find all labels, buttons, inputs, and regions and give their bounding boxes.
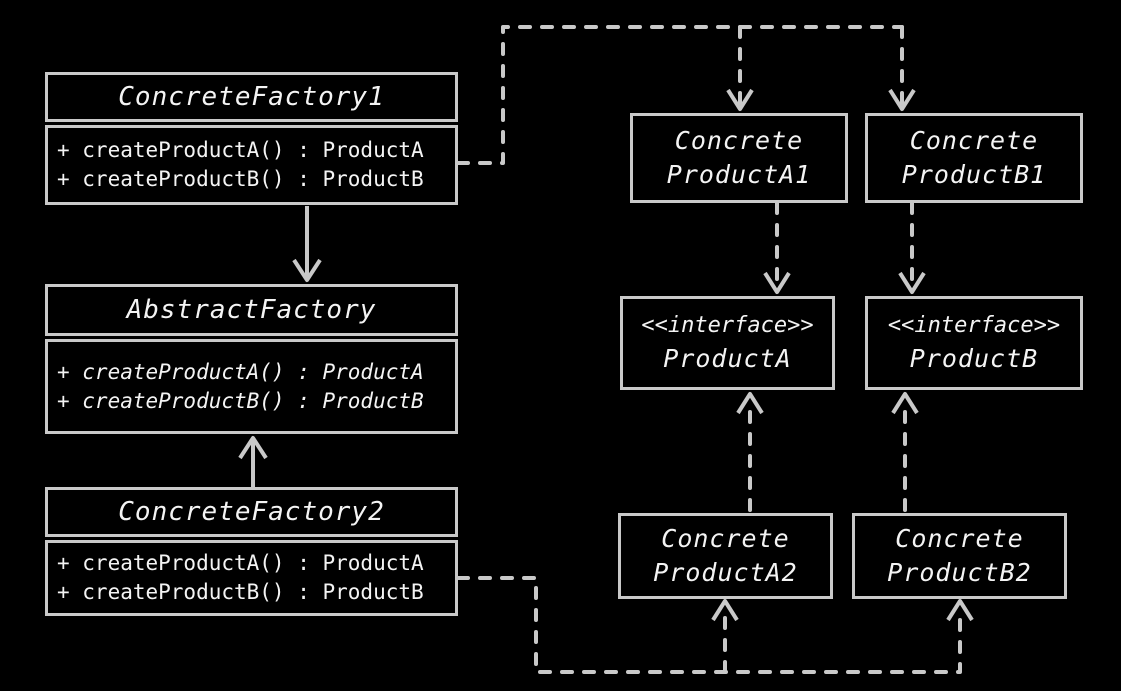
interface-name: ProductB [909, 344, 1039, 373]
class-name-line: Concrete [674, 126, 804, 155]
class-name-line: ProductA2 [653, 558, 798, 587]
interface-product-b: <<interface>> ProductB [865, 296, 1083, 390]
interface-name: ProductA [663, 344, 792, 373]
class-concrete-factory-1: ConcreteFactory1 + createProductA() : Pr… [45, 72, 458, 205]
class-abstract-factory-methods: + createProductA() : ProductA + createPr… [45, 339, 458, 434]
arrowhead-into-concreteproductb2 [946, 599, 974, 622]
arrowhead-into-concreteproductb1 [888, 88, 916, 111]
method-line: + createProductB() : ProductB [57, 167, 424, 191]
arrowhead-into-producta-top [763, 271, 791, 294]
arrowhead-into-productb-top [898, 271, 926, 294]
arrowhead-into-producta-bottom [736, 392, 764, 415]
class-name-line: ProductA1 [666, 160, 812, 189]
interface-product-a: <<interface>> ProductA [620, 296, 835, 390]
method-line: + createProductA() : ProductA [57, 551, 424, 575]
class-concrete-product-a1: Concrete ProductA1 [630, 113, 848, 203]
method-line: + createProductB() : ProductB [57, 580, 424, 604]
edge-concretefactory2-abstractfactory [238, 436, 268, 487]
class-name-line: Concrete [661, 524, 790, 553]
method-line: + createProductA() : ProductA [57, 138, 424, 162]
class-concrete-product-a2: Concrete ProductA2 [618, 513, 833, 599]
class-concrete-factory-1-methods: + createProductA() : ProductA + createPr… [45, 125, 458, 205]
edge-concretefactory1-abstractfactory [292, 206, 322, 282]
edge-concretefactory1-products-rail [456, 25, 904, 165]
class-concrete-product-b1: Concrete ProductB1 [865, 113, 1083, 203]
arrowhead-into-concreteproducta2 [711, 599, 739, 622]
class-name-line: ProductB1 [901, 160, 1047, 189]
class-concrete-product-b2: Concrete ProductB2 [852, 513, 1067, 599]
edge-concretefactory2-products-rail [456, 576, 962, 674]
arrowhead-into-concreteproducta1 [726, 88, 754, 111]
class-concrete-factory-2-methods: + createProductA() : ProductA + createPr… [45, 540, 458, 616]
arrowhead-into-productb-bottom [891, 392, 919, 415]
class-name-line: Concrete [895, 524, 1024, 553]
class-abstract-factory-title: AbstractFactory [45, 284, 458, 336]
class-abstract-factory: AbstractFactory + createProductA() : Pro… [45, 284, 458, 434]
method-line: + createProductA() : ProductA [57, 359, 424, 384]
interface-stereotype: <<interface>> [641, 313, 814, 338]
class-name-line: ProductB2 [887, 558, 1032, 587]
method-line: + createProductB() : ProductB [57, 388, 424, 413]
class-concrete-factory-1-title: ConcreteFactory1 [45, 72, 458, 122]
class-concrete-factory-2: ConcreteFactory2 + createProductA() : Pr… [45, 487, 458, 616]
interface-stereotype: <<interface>> [887, 313, 1061, 338]
class-concrete-factory-2-title: ConcreteFactory2 [45, 487, 458, 537]
class-name-line: Concrete [909, 126, 1039, 155]
